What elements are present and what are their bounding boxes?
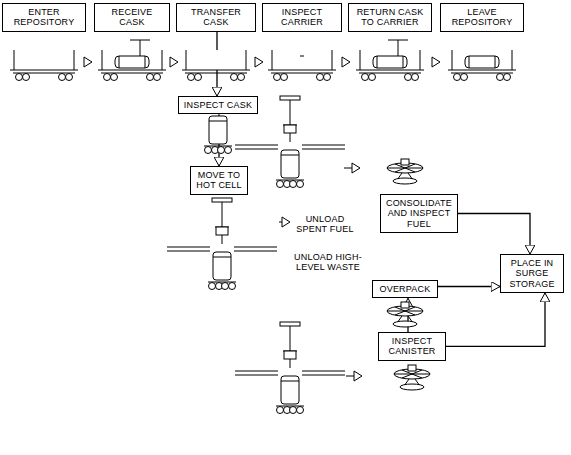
process-box: OVERPACK [372, 280, 438, 298]
box-text: RECEIVE CASK [98, 7, 166, 28]
step-label: UNLOAD SPENT FUEL [292, 214, 358, 235]
process-box: INSPECT CARRIER [262, 3, 342, 32]
box-text: MOVE TO HOT CELL [194, 170, 244, 191]
cask-on-trolley [204, 116, 232, 154]
box-text: ENTER REPOSITORY [6, 7, 82, 28]
flow-connector [458, 214, 530, 255]
rail-car [448, 50, 516, 81]
rail-car [10, 50, 78, 81]
process-box: ENTER REPOSITORY [2, 3, 86, 32]
box-text: INSPECT CASK [182, 100, 254, 110]
rail-car [98, 40, 166, 81]
box-text: CONSOLIDATE AND INSPECT FUEL [384, 198, 454, 229]
hot-cell-crane [167, 198, 277, 290]
flow-arrow [84, 57, 440, 67]
process-box: INSPECT CANISTER [378, 332, 446, 361]
process-box: PLACE IN SURGE STORAGE [500, 254, 564, 293]
hot-cell-crane [235, 322, 345, 414]
transfer-trolley [387, 159, 423, 184]
rail-car [268, 50, 336, 81]
box-text: OVERPACK [376, 284, 434, 294]
transfer-trolley [387, 302, 423, 327]
box-text: INSPECT CANISTER [382, 336, 442, 357]
transfer-trolley [394, 365, 430, 390]
box-text: LEAVE REPOSITORY [444, 7, 520, 28]
step-label: UNLOAD HIGH-LEVEL WASTE [292, 252, 364, 273]
process-box: LEAVE REPOSITORY [440, 3, 524, 32]
box-text: PLACE IN SURGE STORAGE [504, 258, 560, 289]
box-text: TRANSFER CASK [180, 7, 252, 28]
rail-car [356, 40, 424, 81]
flow-connector [446, 293, 545, 346]
process-box: CONSOLIDATE AND INSPECT FUEL [380, 194, 458, 233]
process-box: MOVE TO HOT CELL [190, 166, 248, 195]
process-box: RETURN CASK TO CARRIER [348, 3, 432, 32]
flow-connector [438, 286, 500, 287]
box-text: INSPECT CARRIER [266, 7, 338, 28]
process-box: TRANSFER CASK [176, 3, 256, 32]
box-text: RETURN CASK TO CARRIER [352, 7, 428, 28]
process-box: INSPECT CASK [178, 96, 258, 114]
rail-car [182, 50, 250, 81]
process-box: RECEIVE CASK [94, 3, 170, 32]
